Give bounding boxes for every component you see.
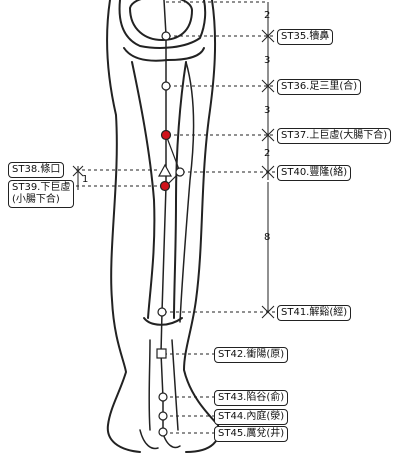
- st45-label: ST45.厲兌(井): [214, 426, 289, 442]
- leg-outline-left: [106, 0, 141, 453]
- st36-point: [161, 81, 171, 91]
- st37-point: [160, 129, 172, 141]
- st36-label: ST36.足三里(合): [277, 79, 362, 95]
- meridian-line: [160, 0, 167, 432]
- st42-label: ST42.衝陽(原): [214, 347, 289, 363]
- st44-point: [158, 411, 168, 421]
- st35-label: ST35.犢鼻: [277, 29, 334, 45]
- fibula: [179, 61, 195, 323]
- st43-label: ST43.陷谷(俞): [214, 390, 289, 406]
- femur-condyle: [118, 0, 207, 49]
- measure-st35-st36: 3: [264, 55, 271, 66]
- measure-st40-st41: 8: [264, 232, 271, 243]
- st44-label: ST44.內庭(滎): [214, 409, 289, 425]
- st43-point: [158, 392, 168, 402]
- st37-label: ST37.上巨虛(大腸下合): [277, 128, 392, 144]
- st41-label: ST41.解谿(經): [277, 305, 352, 321]
- patella: [129, 0, 193, 41]
- tibia-head: [123, 47, 205, 62]
- st35-point: [161, 31, 171, 41]
- st45-point: [158, 427, 168, 437]
- tick-marks: [72, 29, 275, 319]
- st39-label-line1: ST39.下巨虛: [12, 182, 71, 193]
- st41-point: [157, 307, 167, 317]
- st39-label-line2: (小腸下合): [12, 194, 60, 205]
- tibia: [131, 61, 187, 319]
- st39-point: [159, 180, 171, 192]
- foot-bones: [139, 339, 181, 450]
- measure-top: 2: [264, 10, 271, 21]
- measure-st37-st40: 2: [264, 148, 271, 159]
- ankle: [143, 317, 183, 326]
- st39-label: ST39.下巨虛 (小腸下合): [8, 180, 75, 208]
- st40-label: ST40.豐隆(絡): [277, 165, 352, 181]
- leg-outline-right: [183, 0, 220, 453]
- st42-point: [156, 348, 167, 359]
- measure-st38-st39: 1: [82, 174, 89, 185]
- st40-point: [175, 167, 185, 177]
- st38-label: ST38.條口: [8, 162, 65, 178]
- st38-point: [157, 163, 173, 177]
- measure-st36-st37: 3: [264, 105, 271, 116]
